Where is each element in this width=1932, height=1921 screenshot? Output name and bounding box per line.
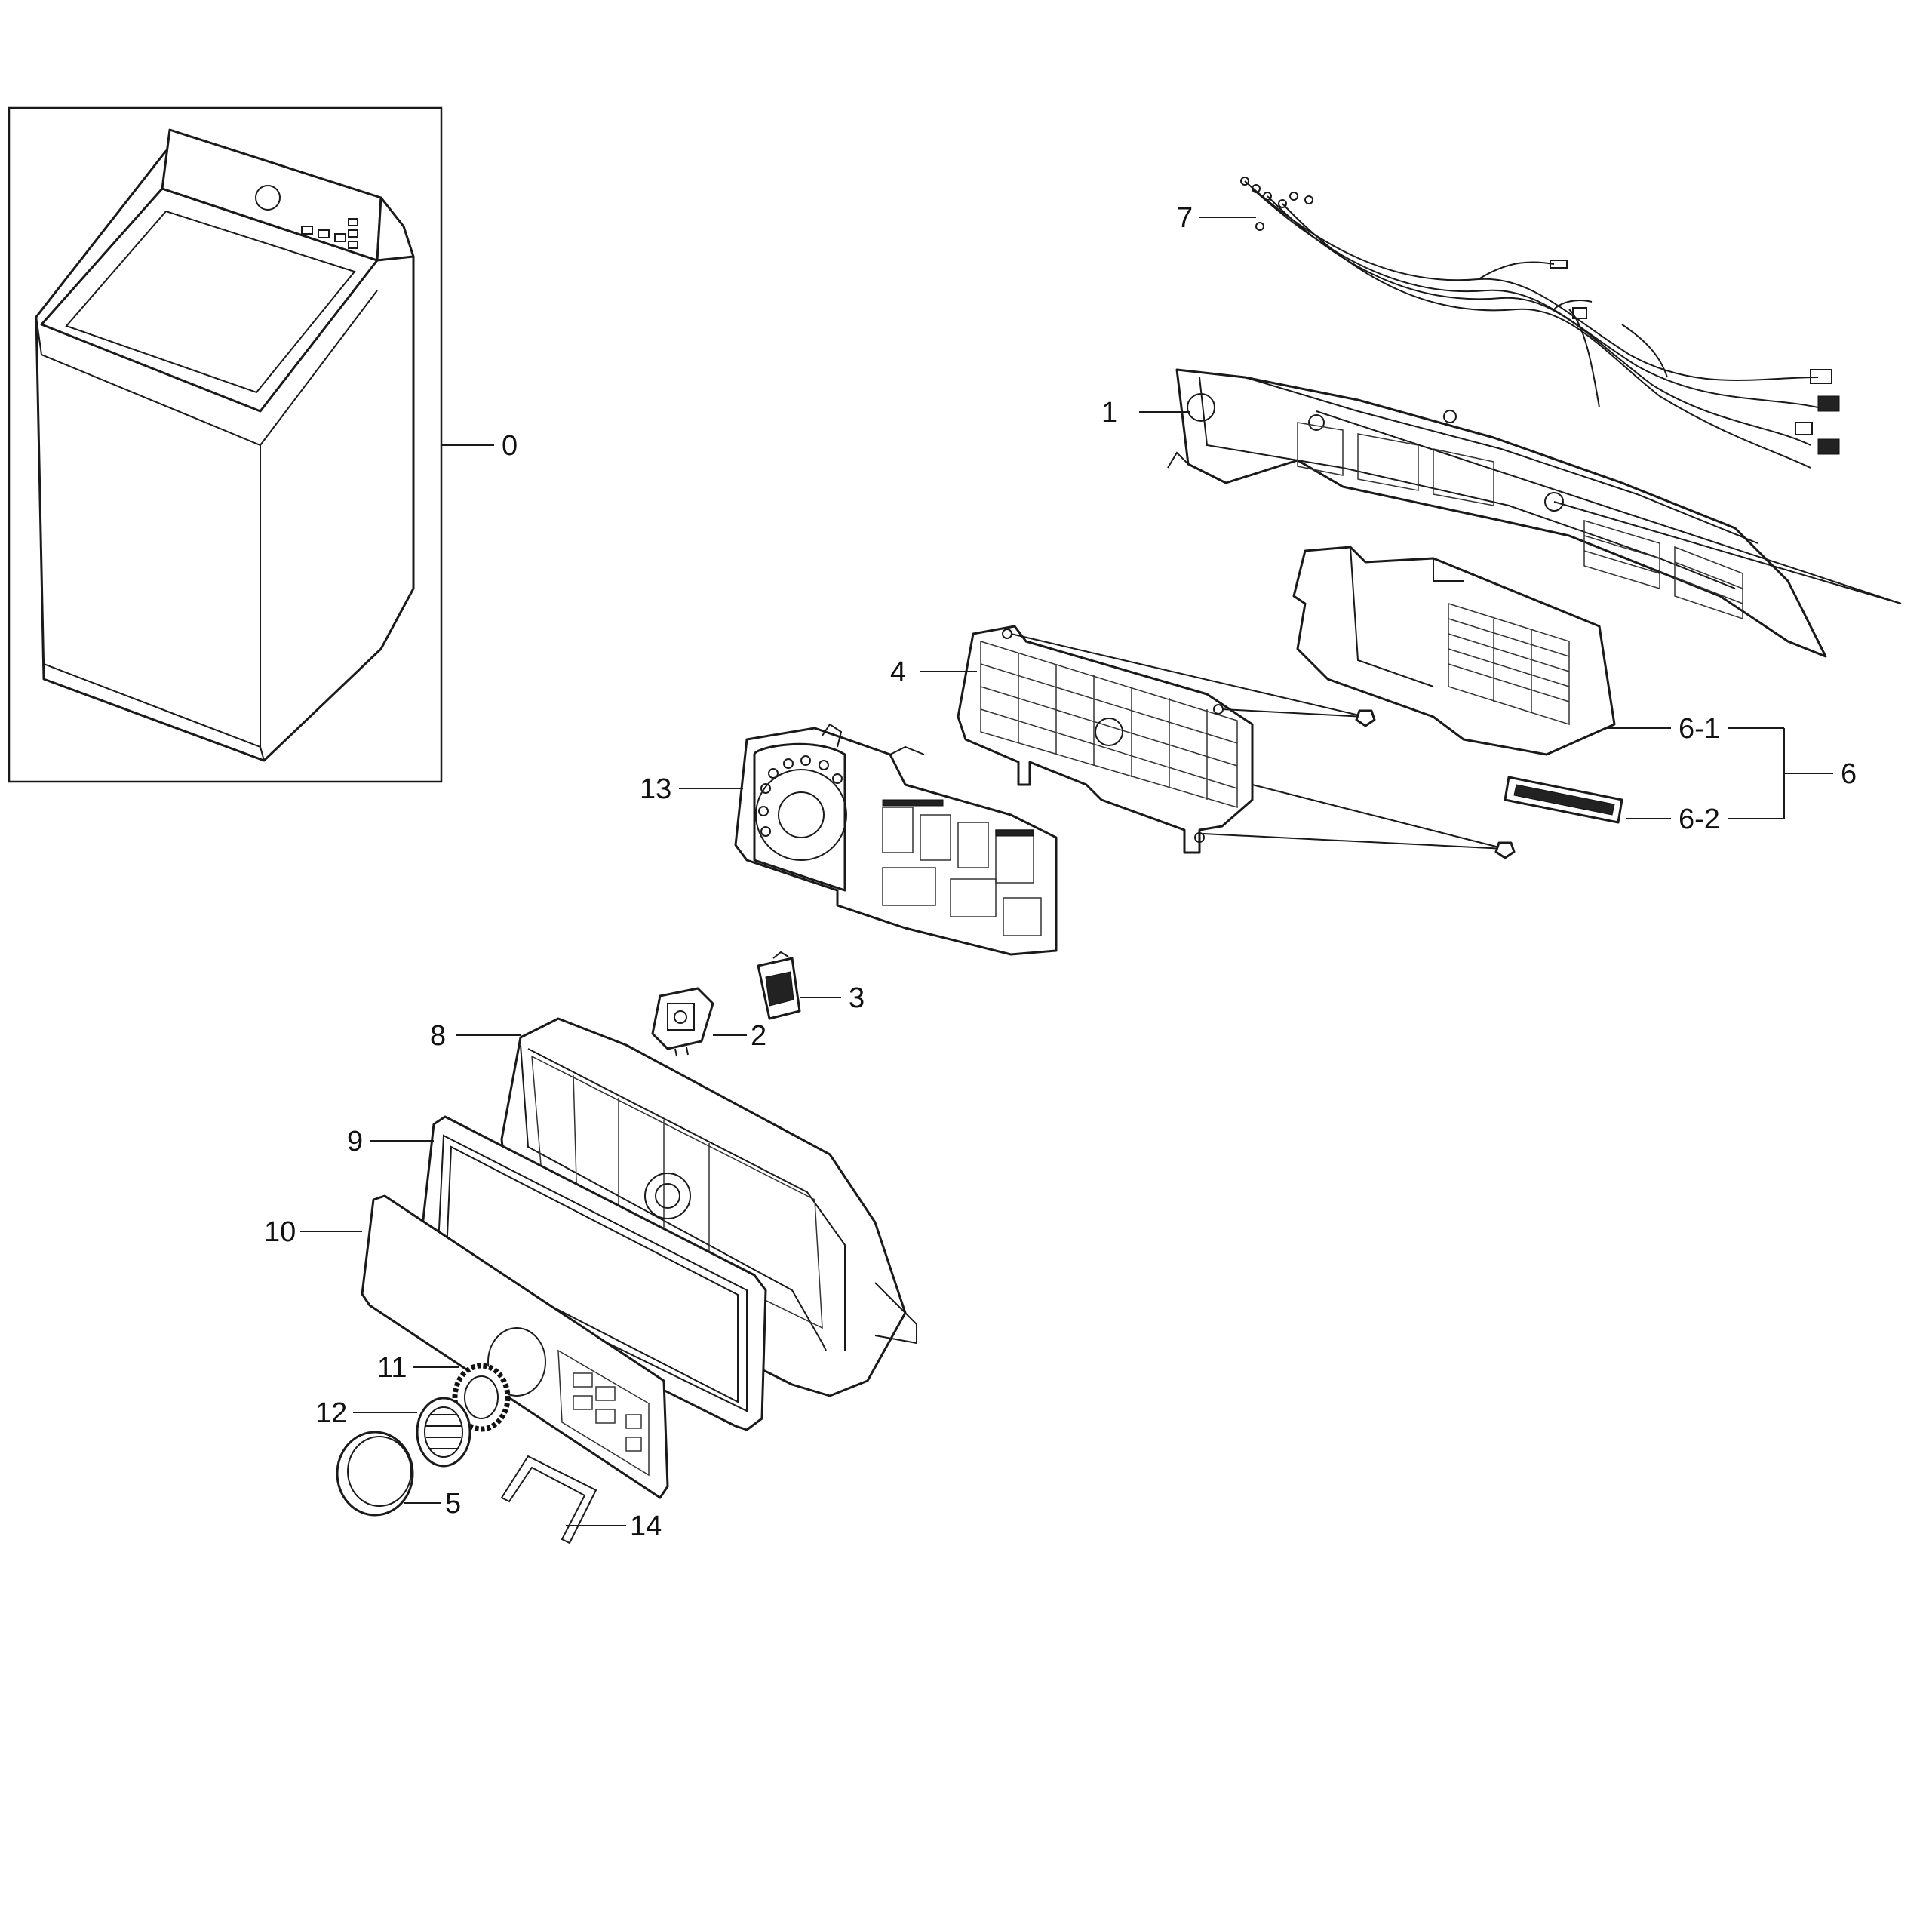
part-0-washer-assembly <box>8 106 443 783</box>
callout-11: 11 <box>377 1352 407 1384</box>
callout-0: 0 <box>502 430 518 462</box>
callout-12: 12 <box>315 1397 347 1429</box>
part-1-control-panel-frame <box>1167 368 1827 658</box>
screws-part-4 <box>1010 633 1516 859</box>
callout-14: 14 <box>630 1511 662 1542</box>
callout-9: 9 <box>347 1126 363 1157</box>
callout-10: 10 <box>264 1216 296 1248</box>
part-14-lens <box>500 1455 597 1544</box>
bracket-6 <box>1728 727 1833 819</box>
callout-6: 6 <box>1841 758 1857 790</box>
callout-1: 1 <box>1101 397 1117 429</box>
part-2-module <box>651 987 714 1057</box>
part-6-1-pcb-cover <box>1292 546 1616 756</box>
callout-4: 4 <box>890 656 906 688</box>
part-5-knob <box>336 1431 414 1517</box>
callout-6-1: 6-1 <box>1679 713 1720 745</box>
part-11-knob-ring <box>452 1363 511 1432</box>
callout-2: 2 <box>751 1020 766 1052</box>
part-12-knob-deco <box>416 1397 471 1468</box>
part-4-pcb-bracket <box>957 625 1254 854</box>
callout-3: 3 <box>849 982 865 1014</box>
callout-5: 5 <box>445 1488 461 1520</box>
callout-8: 8 <box>430 1020 446 1052</box>
part-6-2-label <box>1504 776 1623 824</box>
callout-7: 7 <box>1177 202 1193 234</box>
callout-6-2: 6-2 <box>1679 804 1720 835</box>
part-10-front-panel <box>361 1194 669 1499</box>
part-13-main-pcb <box>734 723 1058 956</box>
callout-13: 13 <box>640 773 671 805</box>
part-7-wire-harness <box>1240 177 1840 469</box>
part-3-module <box>757 951 801 1020</box>
